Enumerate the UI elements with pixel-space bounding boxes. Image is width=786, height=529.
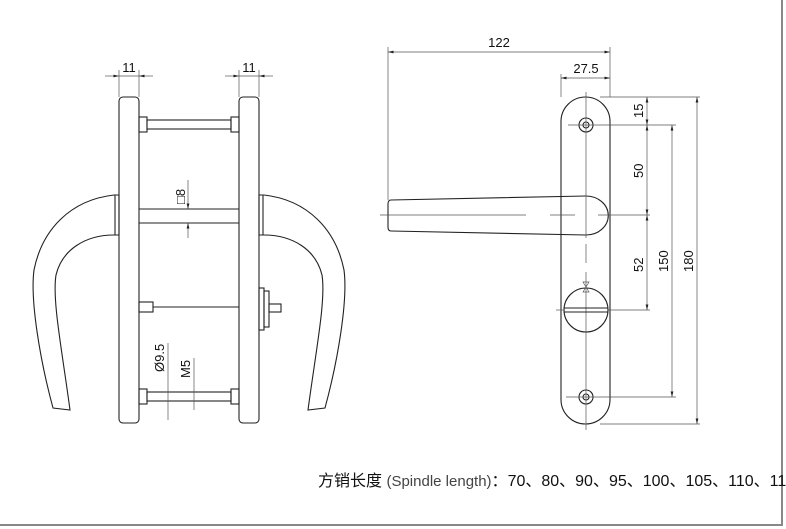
svg-text:27.5: 27.5 (573, 61, 598, 76)
dim-15: 15 (631, 104, 646, 118)
caption-values: 70、80、90、95、100、105、110、115 (507, 473, 786, 490)
dim-52: 52 (631, 258, 646, 272)
dim-screw-hole: Ø9.5 (152, 343, 169, 420)
right-rose (238, 96, 260, 424)
svg-text:11: 11 (242, 60, 256, 75)
dim-plate-width: 27.5 (560, 61, 610, 97)
dim-rose-left: 11 (105, 60, 153, 97)
dim-rose-right: 11 (225, 60, 273, 97)
left-rose (118, 96, 140, 424)
caption-label-cn: 方销长度 (318, 473, 383, 490)
dim-spindle-square: □8 (173, 180, 190, 238)
bottom-screw (138, 388, 240, 405)
spindle (139, 208, 239, 224)
lever-handle (387, 195, 609, 236)
dim-180: 180 (681, 250, 696, 272)
svg-text:122: 122 (488, 35, 510, 50)
svg-text:11: 11 (122, 60, 136, 75)
dim-150: 150 (656, 250, 671, 272)
side-view: 11 11 □8 Ø9.5 M5 (32, 60, 346, 424)
center-lines (380, 92, 619, 430)
thumb-turn (258, 287, 282, 331)
svg-text:M5: M5 (178, 360, 193, 378)
bottom-screw-hole (566, 389, 604, 405)
lock-indicator (556, 281, 609, 333)
caption-separator: ： (491, 473, 508, 490)
top-screw (138, 116, 240, 133)
dim-50: 50 (631, 164, 646, 178)
dim-vertical: 15 50 52 150 180 (600, 96, 700, 425)
back-plate (560, 96, 611, 425)
right-handle (258, 194, 346, 411)
front-view: 122 27.5 15 50 52 150 180 (380, 35, 700, 430)
caption-label-en: (Spindle length) (386, 473, 492, 490)
spindle-length-caption: 方销长度 (Spindle length)：70、80、90、95、100、10… (318, 467, 786, 491)
left-handle (32, 194, 120, 411)
dim-handle-length: 122 (387, 35, 611, 200)
svg-text:Ø9.5: Ø9.5 (152, 344, 167, 372)
lock-rod (138, 301, 239, 313)
svg-text:□8: □8 (173, 189, 188, 204)
dim-screw-thread: M5 (178, 358, 195, 410)
